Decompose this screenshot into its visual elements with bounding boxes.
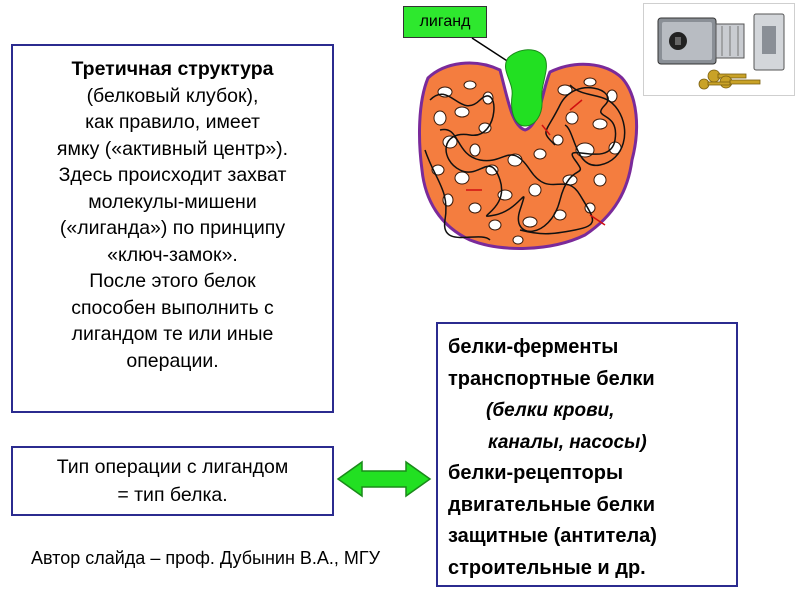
main-text-line: «ключ-замок».	[107, 243, 238, 266]
polypeptide-chain	[424, 84, 626, 241]
disulfide-bonds	[466, 99, 606, 226]
protein-type-item: транспортные белки	[448, 367, 655, 390]
protein-globule-body	[418, 61, 639, 250]
protein-type-item: белки-ферменты	[448, 336, 619, 358]
ligand-molecule	[505, 49, 547, 127]
slide-author-footer: Автор слайда – проф. Дубынин В.А., МГУ	[31, 548, 381, 568]
main-text-line: способен выполнить с	[71, 296, 274, 319]
ligand-label: лиганд	[403, 6, 487, 38]
main-text-line: операции.	[126, 349, 219, 372]
main-text-line: ямку («активный центр»).	[56, 137, 289, 160]
main-text-line: («лиганда») по принципу	[59, 217, 286, 239]
operation-type-box: Тип операции с лигандом = тип белка.	[11, 446, 334, 516]
protein-types-box: белки-ферменты транспортные белки (белки…	[436, 322, 738, 587]
protein-type-subitem: (белки крови,	[486, 400, 615, 421]
tertiary-structure-box: Третичная структура (белковый клубок), к…	[11, 44, 334, 413]
tertiary-structure-title: Третичная структура	[71, 58, 274, 80]
lock-and-key-frame	[643, 3, 795, 96]
protein-type-item: защитные (антитела)	[448, 525, 657, 547]
protein-type-item: белки-рецепторы	[448, 462, 624, 484]
protein-globule-illustration	[418, 37, 639, 250]
main-text-line: После этого белок	[89, 270, 256, 292]
main-text-line: молекулы-мишени	[88, 190, 257, 213]
main-text-line: как правило, имеет	[85, 111, 260, 133]
protein-type-subitem: каналы, насосы)	[488, 431, 647, 453]
type-text-line: Тип операции с лигандом	[56, 456, 289, 478]
main-text-line: Здесь происходит захват	[58, 164, 287, 186]
type-text-line: = тип белка.	[117, 484, 228, 506]
double-arrow-icon	[336, 460, 432, 498]
main-text-line: (белковый клубок),	[86, 84, 259, 107]
lock-and-key-icon	[657, 13, 785, 90]
protein-type-item: двигательные белки	[448, 493, 655, 516]
main-text-line: лигандом те или иные	[71, 323, 274, 345]
protein-type-item: строительные и др.	[448, 556, 646, 579]
globule-spots	[431, 77, 622, 245]
